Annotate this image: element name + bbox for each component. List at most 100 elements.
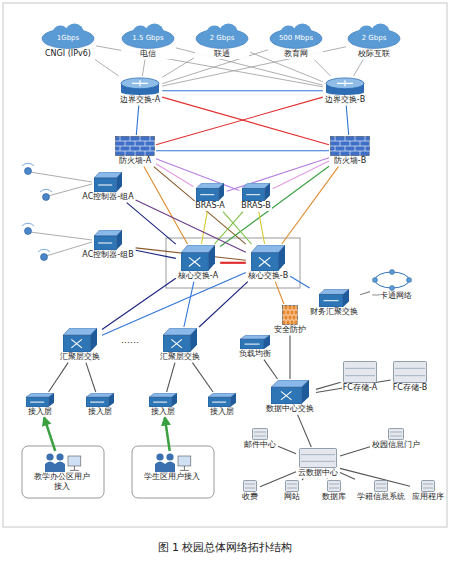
device-label: BRAS-B bbox=[240, 201, 271, 211]
icon-shape bbox=[373, 278, 378, 283]
icon-shape bbox=[56, 453, 63, 460]
link-line bbox=[290, 276, 309, 288]
link-line bbox=[314, 60, 330, 76]
icon-shape bbox=[90, 402, 104, 403]
network-device: 网站 bbox=[283, 480, 301, 502]
icon-shape bbox=[48, 393, 54, 407]
network-device: 1GbpsCNGI (IPv6) bbox=[41, 23, 95, 59]
icon-shape bbox=[63, 335, 90, 352]
link-line bbox=[354, 60, 364, 76]
link-line bbox=[184, 282, 194, 327]
icon-shape bbox=[259, 257, 270, 266]
link-line bbox=[259, 212, 265, 244]
icon-shape bbox=[165, 462, 175, 473]
network-device: 财务汇聚交换 bbox=[309, 289, 359, 317]
icon-shape bbox=[423, 484, 433, 488]
device-icon bbox=[282, 305, 298, 325]
icon-shape bbox=[149, 397, 171, 407]
link-line bbox=[340, 447, 370, 456]
icon-shape bbox=[271, 387, 301, 404]
link-line bbox=[167, 363, 175, 392]
bandwidth-label: 500 Mbps bbox=[269, 34, 323, 42]
link-line bbox=[282, 167, 339, 244]
device-icon bbox=[63, 328, 97, 352]
icon-shape bbox=[242, 188, 264, 201]
device-icon bbox=[421, 480, 435, 492]
icon-shape bbox=[281, 391, 292, 399]
device-label: 核心交换-B bbox=[247, 271, 289, 281]
device-icon bbox=[327, 480, 341, 492]
link-line bbox=[162, 97, 329, 145]
device-icon bbox=[152, 452, 192, 472]
icon-shape bbox=[180, 466, 189, 470]
ap-icon bbox=[43, 194, 50, 201]
link-line bbox=[142, 60, 145, 76]
icon-shape bbox=[116, 230, 122, 250]
icon-shape bbox=[326, 78, 364, 89]
icon-shape bbox=[155, 462, 165, 473]
icon-shape bbox=[301, 380, 309, 404]
device-label: 电信 bbox=[121, 49, 175, 59]
device-icon bbox=[242, 183, 270, 201]
icon-shape bbox=[246, 194, 260, 195]
icon-shape bbox=[329, 484, 339, 488]
ap-waves bbox=[22, 163, 52, 252]
device-icon bbox=[86, 393, 114, 407]
icon-shape bbox=[337, 80, 353, 86]
device-icon bbox=[299, 448, 337, 468]
device-label: 接入层 bbox=[208, 407, 236, 417]
network-device: FC存储-A bbox=[342, 361, 379, 393]
network-device: 负载均衡 bbox=[238, 335, 272, 359]
icon-shape bbox=[251, 253, 278, 271]
icon-shape bbox=[200, 194, 214, 195]
core-group-box bbox=[166, 238, 300, 288]
link-line bbox=[49, 363, 69, 392]
icon-shape bbox=[319, 294, 343, 307]
link-line bbox=[86, 363, 96, 392]
link-line bbox=[165, 418, 170, 451]
link-line bbox=[144, 167, 188, 244]
device-label: 接入层 bbox=[149, 407, 177, 417]
network-device: 校园信息门户 bbox=[371, 428, 421, 450]
link-line bbox=[44, 418, 55, 451]
link-line bbox=[302, 479, 303, 480]
network-device: 2 Gbps校际互联 bbox=[347, 23, 401, 59]
ap-link bbox=[30, 232, 92, 240]
link-line bbox=[201, 212, 207, 244]
link-line bbox=[346, 106, 348, 135]
network-device: 接入层 bbox=[149, 393, 177, 417]
device-icon bbox=[388, 428, 404, 440]
link-line bbox=[136, 200, 246, 252]
icon-shape bbox=[153, 402, 167, 403]
device-label: 网站 bbox=[283, 492, 301, 502]
network-device: BRAS-B bbox=[240, 183, 271, 211]
network-device: 安全防护 bbox=[273, 305, 307, 335]
icon-shape bbox=[156, 453, 163, 460]
device-icon bbox=[240, 335, 270, 349]
icon-shape bbox=[278, 245, 285, 271]
network-device: 核心交换-B bbox=[247, 245, 289, 281]
icon-shape bbox=[90, 328, 97, 352]
device-icon bbox=[319, 289, 349, 307]
icon-shape bbox=[181, 253, 208, 271]
icon-shape bbox=[115, 136, 155, 156]
device-label: FC存储-B bbox=[392, 383, 429, 393]
link-line bbox=[162, 90, 323, 91]
bandwidth-label: 1Gbps bbox=[41, 34, 95, 42]
wifi-wave bbox=[22, 223, 34, 226]
icon-shape bbox=[55, 462, 65, 473]
device-icon bbox=[343, 361, 377, 383]
link-line bbox=[102, 278, 176, 329]
network-device: AC控制器-组B bbox=[81, 230, 134, 260]
icon-shape bbox=[286, 481, 299, 492]
icon-shape bbox=[287, 484, 297, 488]
icon-shape bbox=[422, 481, 435, 492]
device-icon bbox=[42, 452, 82, 472]
ap-link bbox=[30, 172, 92, 182]
icon-shape bbox=[163, 335, 190, 352]
network-device: 接入层 bbox=[208, 393, 236, 417]
network-device: 接入层 bbox=[26, 393, 54, 417]
icon-shape bbox=[407, 278, 412, 283]
icon-shape bbox=[330, 136, 370, 156]
